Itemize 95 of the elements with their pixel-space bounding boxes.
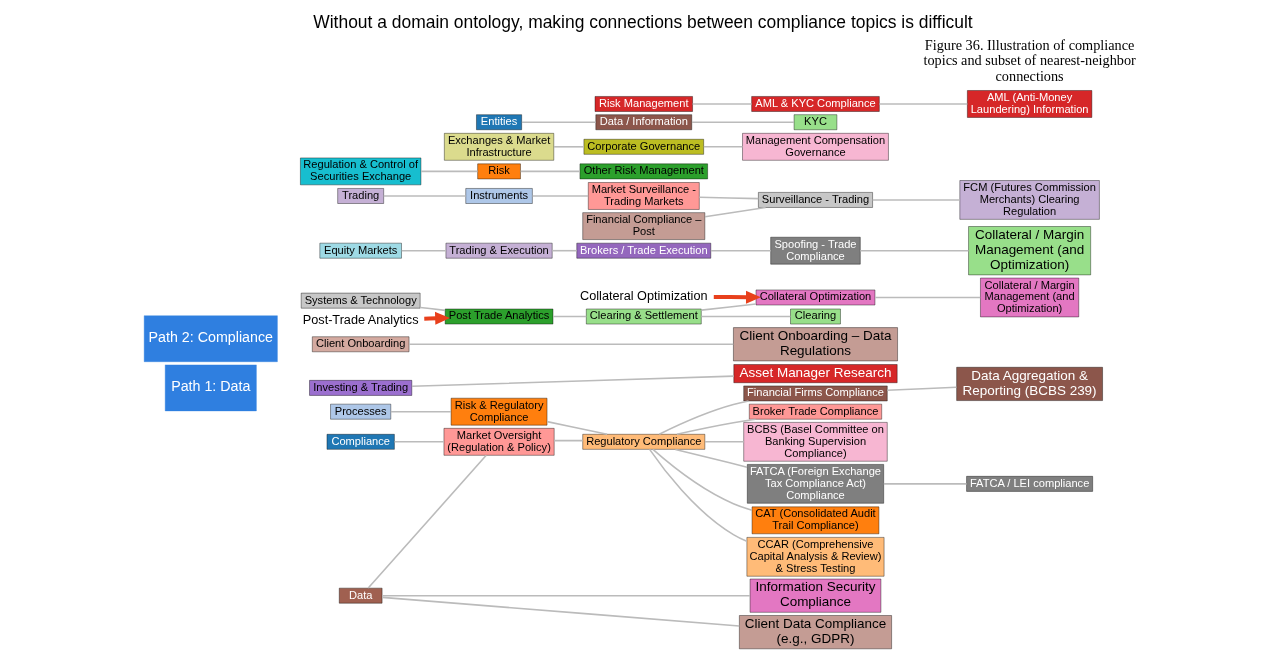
node-box: Instruments <box>465 188 533 204</box>
node-box: Collateral / Margin Management (and Optimization) <box>979 277 1079 318</box>
connector <box>674 448 748 468</box>
connector <box>366 454 487 589</box>
node-box: Spoofing - Trade Compliance <box>769 237 860 265</box>
connector <box>380 594 751 597</box>
node-box: Equity Markets <box>319 242 402 259</box>
node-box: FATCA (Foreign Exchange Tax Compliance Act) Compliance <box>746 464 884 504</box>
node-box: Regulatory Compliance <box>582 434 705 450</box>
node-box: Trading <box>337 188 384 204</box>
node-box: Data Aggregation & Reporting (BCBS 239) <box>955 367 1103 401</box>
connector <box>419 170 478 173</box>
connector <box>552 146 585 148</box>
node-box: Financial Compliance – Post <box>582 212 705 240</box>
connector <box>380 596 740 627</box>
node-box: Client Onboarding – Data Regulations <box>732 327 898 362</box>
node-box: Surveillance - Trading <box>757 192 873 208</box>
node-box: FATCA / LEI compliance <box>965 476 1093 492</box>
node-box: BCBS (Basel Committee on Banking Supervision Compliance) <box>743 422 887 462</box>
connector <box>657 400 749 436</box>
connector <box>703 206 766 218</box>
connector <box>690 121 795 123</box>
node-box: Data / Information <box>595 114 692 130</box>
node-box: Path 1: Data <box>164 364 257 412</box>
node-box: Information Security Compliance <box>749 578 881 613</box>
connector <box>698 196 759 200</box>
node-box: CCAR (Comprehensive Capital Analysis & Review) & Stress Testing <box>746 537 884 577</box>
node-box: Risk & Regulatory Compliance <box>450 398 547 426</box>
node-box: Collateral Optimization <box>755 289 875 306</box>
node-box: Asset Manager Research <box>733 364 897 383</box>
node-text: Collateral Optimization <box>579 288 708 303</box>
node-box: CAT (Consolidated Audit Trail Compliance) <box>751 506 879 534</box>
connector <box>873 296 981 299</box>
node-box: Trading & Execution <box>445 242 552 259</box>
connector <box>551 315 587 318</box>
connector <box>419 306 446 312</box>
connector <box>393 441 445 443</box>
node-box: Processes <box>329 403 391 420</box>
node-box: Investing & Trading <box>308 380 412 396</box>
node-box: Regulation & Control of Securities Exchange <box>299 157 421 186</box>
node-box: Corporate Governance <box>583 139 704 155</box>
connector <box>882 483 967 485</box>
node-box: Risk <box>476 163 521 180</box>
diagram-title: Without a domain ontology, making connections between compliance topics is difficult <box>312 12 973 33</box>
node-box: Risk Management <box>594 96 693 112</box>
node-box: Path 2: Compliance <box>143 315 278 362</box>
connector <box>702 146 743 148</box>
node-box: Entities <box>475 114 522 130</box>
connector <box>519 170 580 173</box>
connector <box>389 410 452 413</box>
connector <box>531 195 589 197</box>
connector <box>700 315 791 318</box>
connector <box>871 199 960 201</box>
caption: Figure 36. Illustration of compliance topics and subset of nearest-neighbor connections <box>922 36 1136 85</box>
connector <box>382 195 466 197</box>
node-box: Client Onboarding <box>311 336 409 352</box>
node-box: Management Compensation Governance <box>741 133 889 161</box>
node-box: KYC <box>793 114 837 130</box>
arrow <box>713 290 761 304</box>
node-box: Market Oversight (Regulation & Policy) <box>443 428 554 456</box>
node-box: Clearing <box>789 308 841 325</box>
node-box: FCM (Futures Commission Merchants) Clearing Regulation <box>959 180 1100 220</box>
node-box: Collateral / Margin Management (and Optimization) <box>967 226 1091 276</box>
node-box: Brokers / Trade Execution <box>576 242 711 259</box>
connector <box>400 249 447 252</box>
node-box: Client Data Compliance (e.g., GDPR) <box>738 615 892 649</box>
connector <box>545 420 608 436</box>
node-box: Post Trade Analytics <box>444 308 553 325</box>
node-box: Clearing & Settlement <box>585 308 701 325</box>
connector <box>675 418 756 436</box>
connector <box>886 386 957 392</box>
node-box: Exchanges & Market Infrastructure <box>443 133 554 161</box>
connector <box>703 441 744 443</box>
node-box: AML & KYC Compliance <box>750 96 880 112</box>
connector <box>878 103 968 105</box>
connector <box>859 249 969 252</box>
connector <box>691 103 752 105</box>
node-box: AML (Anti-Money Laundering) Information <box>966 90 1092 118</box>
connector <box>700 303 757 311</box>
connector <box>407 343 734 346</box>
connector <box>553 439 583 442</box>
connector <box>551 249 577 252</box>
node-box: Data <box>338 587 382 604</box>
connector <box>709 249 771 252</box>
node-box: Systems & Technology <box>300 292 420 309</box>
node-box: Market Surveillance - Trading Markets <box>587 182 699 210</box>
connector <box>648 448 748 543</box>
connector <box>410 375 735 388</box>
node-box: Financial Firms Compliance <box>743 385 887 402</box>
node-box: Broker Trade Compliance <box>748 403 882 420</box>
connector <box>651 448 753 511</box>
connector <box>520 121 597 123</box>
node-box: Compliance <box>326 434 395 450</box>
node-text: Post-Trade Analytics <box>302 312 419 327</box>
node-box: Other Risk Management <box>579 163 708 180</box>
